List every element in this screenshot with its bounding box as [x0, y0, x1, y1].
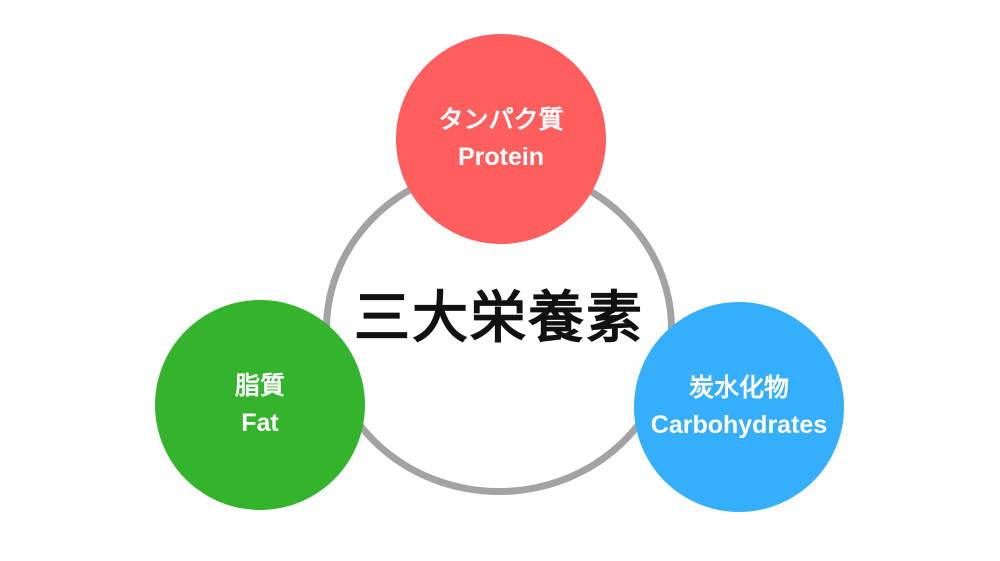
- protein-label-en: Protein: [457, 143, 545, 171]
- carbs-label-jp: 炭水化物: [688, 373, 789, 402]
- fat-node: 脂質 Fat: [155, 300, 365, 510]
- fat-label-en: Fat: [241, 409, 279, 437]
- protein-node: タンパク質 Protein: [396, 34, 606, 244]
- carbs-node: 炭水化物 Carbohydrates: [634, 302, 844, 512]
- protein-label-jp: タンパク質: [438, 105, 564, 134]
- fat-label-jp: 脂質: [234, 371, 285, 400]
- center-title: 三大栄養素: [354, 286, 644, 351]
- carbs-label-en: Carbohydrates: [650, 411, 828, 439]
